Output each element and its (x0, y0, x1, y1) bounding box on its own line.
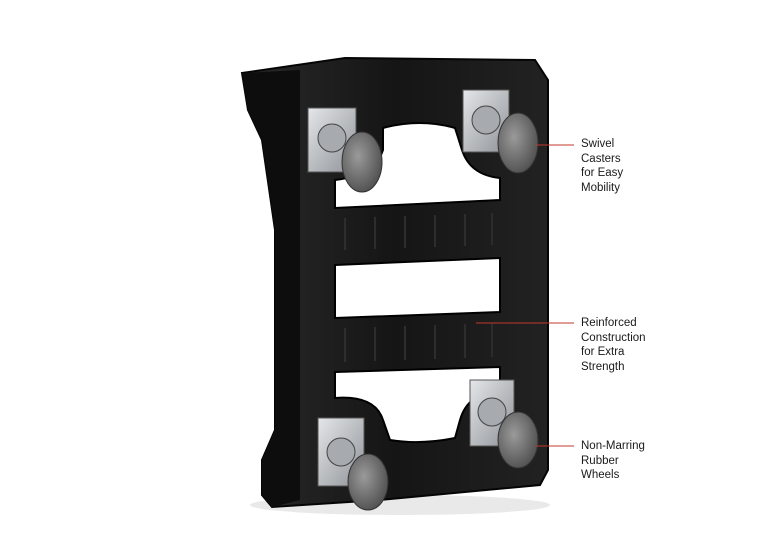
callout-swivel-casters: Swivel Casters for Easy Mobility (581, 137, 623, 195)
callout-line: Construction (581, 331, 646, 344)
callout-line: for Easy (581, 167, 624, 179)
middle-opening (334, 256, 501, 320)
caster-bottom-left (317, 417, 389, 511)
callout-line: Mobility (581, 181, 620, 194)
callout-line: Reinforced (581, 317, 637, 329)
callout-line: Wheels (581, 469, 620, 481)
callout-line: Strength (581, 360, 625, 373)
callout-line: Casters (581, 152, 621, 165)
callout-line: Swivel (581, 138, 615, 150)
reinforcement-ribs (344, 213, 493, 362)
callout-line: Rubber (581, 454, 619, 467)
callout-reinforced-construction: Reinforced Construction for Extra Streng… (581, 316, 646, 374)
frame-side (242, 70, 300, 507)
callout-line: Non-Marring (581, 440, 645, 452)
caster-bottom-right (469, 379, 539, 469)
callout-line: for Extra (581, 346, 625, 358)
caster-top-right (462, 89, 539, 174)
callout-rubber-wheels: Non-Marring Rubber Wheels (581, 439, 645, 483)
caster-top-left (307, 107, 383, 193)
